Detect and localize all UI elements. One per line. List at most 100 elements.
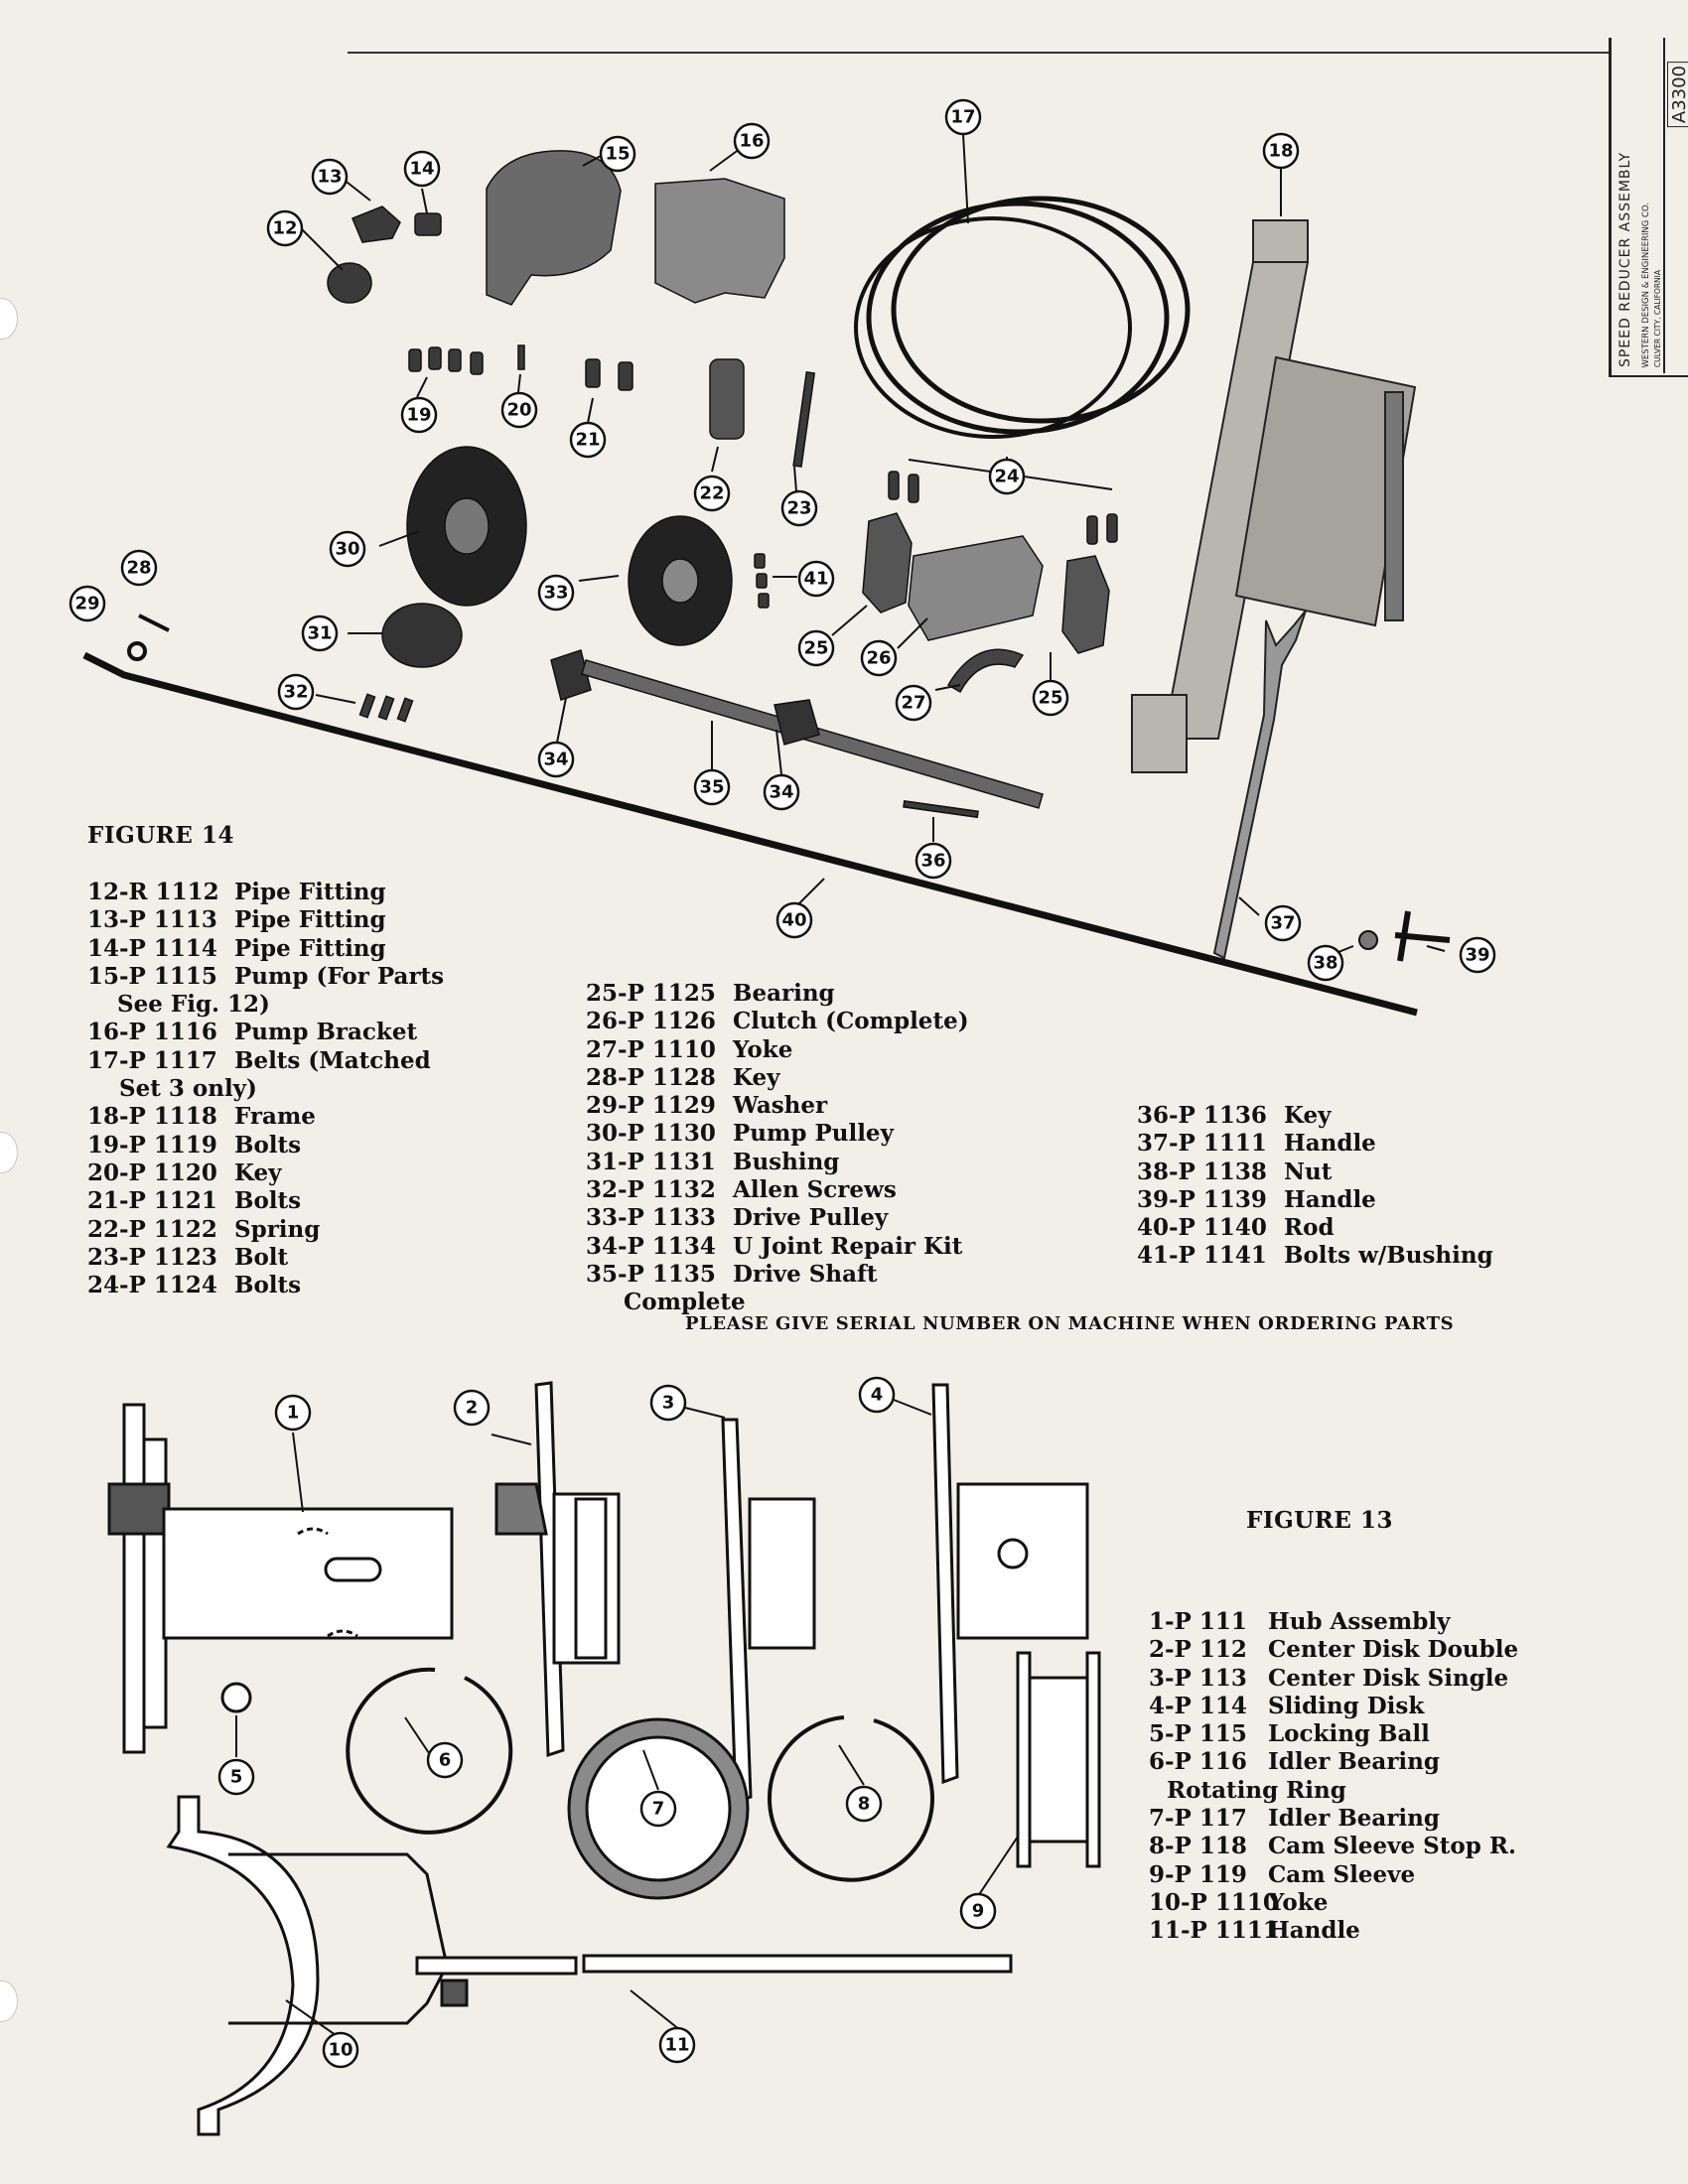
callout-33: 33 [537, 574, 575, 612]
center-disk-single-3-drawing [721, 1418, 816, 1805]
handle-37-drawing [1212, 610, 1307, 960]
callout-11: 11 [658, 2026, 696, 2064]
callout-1: 1 [274, 1394, 312, 1432]
svg-text:5: 5 [230, 1767, 243, 1788]
callout-18: 18 [1262, 132, 1300, 170]
callout-34-left: 34 [537, 741, 575, 778]
callout-26: 26 [860, 639, 898, 677]
svg-text:24: 24 [994, 467, 1019, 487]
svg-text:4: 4 [871, 1385, 884, 1406]
callout-5: 5 [217, 1758, 255, 1796]
rod-40-drawing [82, 651, 1418, 1017]
callout-21: 21 [569, 421, 607, 459]
svg-text:3: 3 [662, 1393, 675, 1414]
callout-8: 8 [845, 1785, 883, 1823]
callout-10: 10 [322, 2031, 359, 2069]
figure-13-leader-lines [235, 1399, 1019, 2036]
callout-41: 41 [797, 560, 835, 598]
callout-13: 13 [311, 158, 349, 196]
callout-39: 39 [1459, 936, 1496, 974]
cam-sleeve-stop-ring-8-drawing [768, 1715, 934, 1882]
callout-19: 19 [400, 396, 438, 434]
idler-rotating-ring-6-drawing [346, 1667, 513, 1835]
callout-36: 36 [914, 842, 952, 880]
callout-29: 29 [69, 585, 106, 622]
callout-24: 24 [988, 458, 1026, 495]
callout-34-right: 34 [763, 773, 800, 811]
callout-37: 37 [1264, 904, 1302, 942]
bolt-23-drawing [792, 371, 816, 468]
callout-32: 32 [277, 673, 315, 711]
bolts-21-drawing [585, 358, 633, 391]
svg-text:27: 27 [901, 693, 925, 714]
callout-12: 12 [266, 209, 304, 247]
callout-40: 40 [775, 901, 813, 939]
washer-29-drawing [127, 641, 147, 661]
key-28-drawing [138, 614, 170, 632]
svg-text:28: 28 [126, 558, 151, 579]
svg-text:13: 13 [317, 167, 342, 188]
callout-14: 14 [403, 150, 441, 188]
svg-text:34: 34 [769, 782, 793, 803]
svg-text:23: 23 [786, 498, 811, 519]
callout-15: 15 [599, 135, 636, 173]
handle-11-drawing [228, 1852, 1013, 2025]
callout-9: 9 [959, 1892, 997, 1930]
cam-sleeve-9-drawing [1016, 1651, 1101, 1868]
svg-text:21: 21 [575, 430, 600, 451]
allen-screws-32-drawing [358, 693, 414, 723]
svg-text:26: 26 [866, 648, 891, 669]
pump-bracket-16-drawing [654, 178, 785, 304]
hub-assembly-1-drawing [107, 1403, 454, 1754]
callout-38: 38 [1307, 944, 1344, 982]
handle-39-drawing [1394, 910, 1451, 962]
nut-38-drawing [1358, 930, 1378, 950]
callout-16: 16 [733, 122, 771, 160]
callout-23: 23 [780, 489, 818, 527]
svg-text:34: 34 [543, 750, 568, 770]
yoke-27-drawing [946, 648, 1025, 694]
yoke-10-drawing [166, 1795, 320, 2136]
figure-13-title: FIGURE 13 [1246, 1507, 1393, 1534]
list-item-continuation: Set 3 only) [119, 1075, 257, 1103]
sliding-disk-4-drawing [931, 1383, 1089, 1785]
svg-text:32: 32 [283, 682, 308, 703]
callout-20: 20 [500, 391, 538, 429]
svg-text:30: 30 [335, 539, 359, 560]
svg-text:9: 9 [972, 1901, 985, 1922]
callout-7: 7 [639, 1790, 677, 1828]
svg-text:35: 35 [699, 777, 724, 798]
svg-text:1: 1 [287, 1403, 300, 1424]
callout-3: 3 [649, 1384, 687, 1422]
svg-text:12: 12 [272, 218, 297, 239]
spring-22-drawing [709, 358, 745, 440]
callout-28: 28 [120, 549, 158, 587]
svg-text:29: 29 [74, 594, 99, 614]
pipe-fitting-13-drawing [352, 205, 401, 243]
bolts-41-drawing [754, 553, 770, 609]
